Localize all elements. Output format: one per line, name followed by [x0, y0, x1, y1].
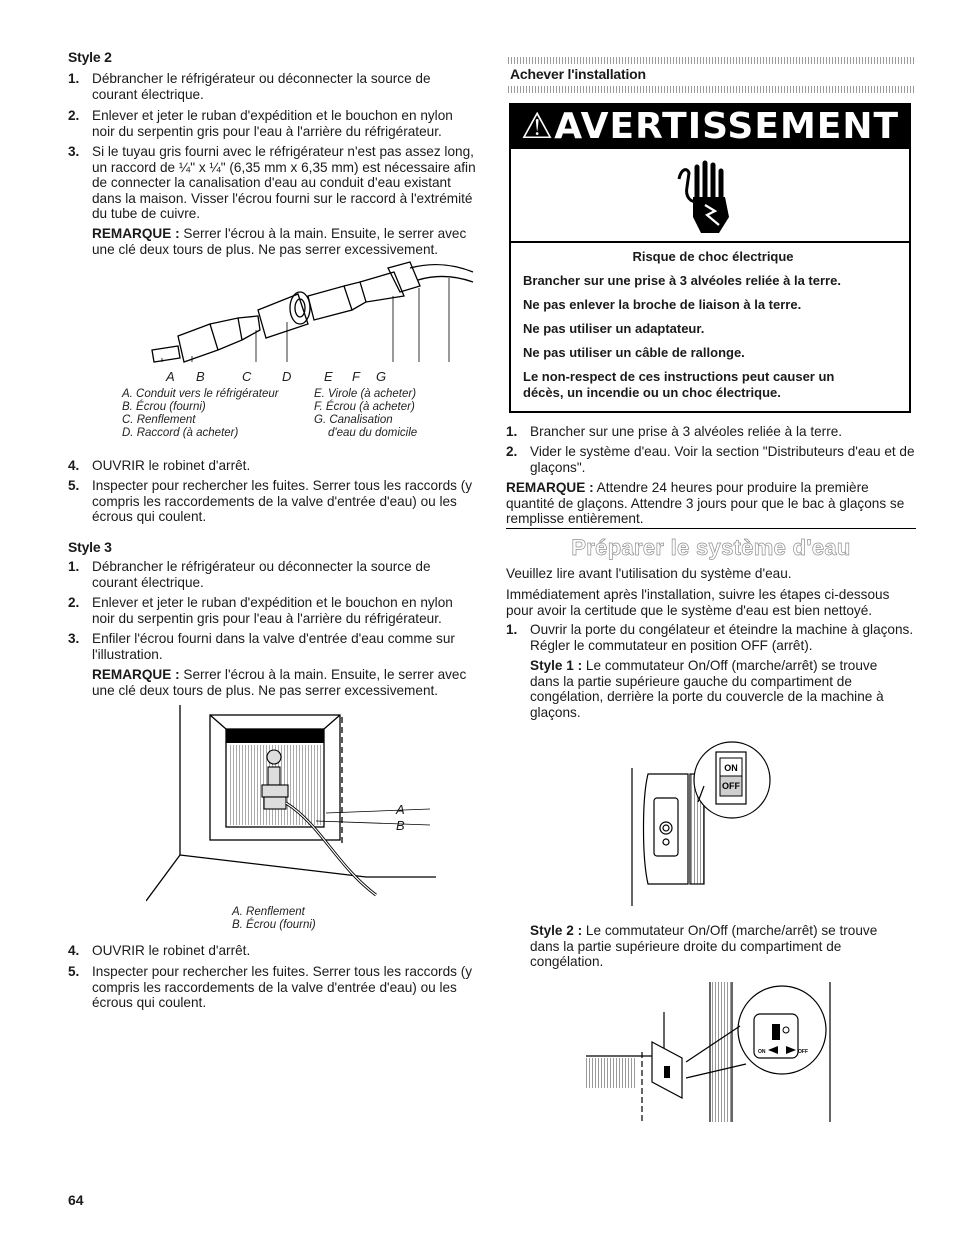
warning-line-5: Le non-respect de ces instructions peut …	[523, 369, 835, 400]
style2-description: Style 2 : Le commutateur On/Off (marche/…	[530, 923, 878, 969]
warning-box: ⚠AVERTISSEMENT Risque de choc électrique…	[509, 103, 911, 413]
prep-step-1: 1. Ouvrir la porte du congélateur et éte…	[506, 622, 914, 653]
fitting-illustration	[151, 261, 474, 363]
style1-switch-off-label: OFF	[722, 781, 740, 791]
valve-captions: A. Renflement B. Écrou (fourni)	[232, 906, 316, 931]
style3-heading: Style 3	[68, 539, 112, 555]
style2-step-1: 1. Débrancher le réfrigérateur ou déconn…	[68, 71, 431, 102]
style2-step-4: 4. OUVRIR le robinet d'arrêt.	[68, 458, 251, 473]
hatch-rule-top	[508, 57, 914, 64]
style2-switch-illustration: ON OFF	[586, 982, 831, 1122]
style2-step-2: 2. Enlever et jeter le ruban d'expéditio…	[68, 108, 453, 139]
warning-line-1: Brancher sur une prise à 3 alvéoles reli…	[523, 273, 841, 288]
shock-hazard-icon	[677, 160, 729, 233]
style2-heading: Style 2	[68, 49, 112, 65]
style1-switch-on-label: ON	[724, 763, 738, 773]
install-heading: Achever l'installation	[510, 66, 646, 82]
style3-step-4: 4. OUVRIR le robinet d'arrêt.	[68, 943, 251, 958]
valve-letter-b: B	[396, 818, 405, 833]
install-note: REMARQUE : Attendre 24 heures pour produ…	[506, 480, 905, 526]
style2-switch-on-label: ON	[758, 1049, 766, 1055]
style2-step-3: 3. Si le tuyau gris fourni avec le réfri…	[68, 144, 476, 221]
hatch-rule-bottom	[508, 86, 914, 93]
warning-line-3: Ne pas utiliser un adaptateur.	[523, 321, 705, 336]
warning-line-4: Ne pas utiliser un câble de rallonge.	[523, 345, 745, 360]
style3-note: REMARQUE : Serrer l'écrou à la main. Ens…	[92, 667, 467, 698]
style1-description: Style 1 : Le commutateur On/Off (marche/…	[530, 658, 884, 720]
style1-switch-illustration: ON OFF	[631, 741, 771, 906]
valve-illustration	[146, 705, 436, 902]
warning-divider	[511, 241, 909, 243]
style3-step-2: 2. Enlever et jeter le ruban d'expéditio…	[68, 595, 453, 626]
style3-step-1: 1. Débrancher le réfrigérateur ou déconn…	[68, 559, 431, 590]
intro-1: Veuillez lire avant l'utilisation du sys…	[506, 566, 792, 581]
style3-step-5: 5. Inspecter pour rechercher les fuites.…	[68, 964, 473, 1010]
section-title: Préparer le système d'eau	[571, 535, 851, 560]
page-number: 64	[68, 1192, 84, 1208]
style2-note: REMARQUE : Serrer l'écrou à la main. Ens…	[92, 226, 467, 257]
style3-step-3: 3. Enfiler l'écrou fourni dans la valve …	[68, 631, 455, 662]
install-step-2: 2. Vider le système d'eau. Voir la secti…	[506, 444, 915, 475]
style2-switch-off-label: OFF	[798, 1049, 808, 1055]
warning-subtitle: Risque de choc électrique	[632, 249, 794, 264]
warning-line-2: Ne pas enlever la broche de liaison à la…	[523, 297, 802, 312]
intro-2: Immédiatement après l'installation, suiv…	[506, 587, 890, 618]
install-step-1: 1. Brancher sur une prise à 3 alvéoles r…	[506, 424, 843, 439]
valve-letter-a: A	[396, 802, 405, 817]
style2-step-5: 5. Inspecter pour rechercher les fuites.…	[68, 478, 473, 524]
fitting-captions-left: A. Conduit vers le réfrigérateur B. Écro…	[122, 388, 279, 439]
fitting-captions-right: E. Virole (à acheter) F. Écrou (à achete…	[314, 388, 418, 439]
warning-title: ⚠AVERTISSEMENT	[511, 105, 909, 149]
section-divider	[506, 528, 916, 529]
